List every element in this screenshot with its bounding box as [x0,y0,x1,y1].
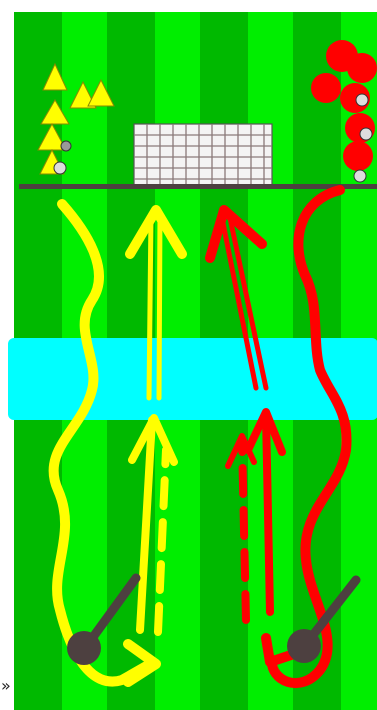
player-icon [343,141,373,171]
player-icon [311,73,341,103]
ball-icon [354,170,366,182]
ball-icon [356,94,368,106]
player-icon [347,53,377,83]
expand-chevron-icon[interactable]: » [1,676,11,695]
ball-icon [54,162,66,174]
ball-icon [61,141,71,151]
player-icon [287,629,321,663]
goal-net [134,124,272,186]
goal-line [19,184,377,189]
player-icon [67,631,101,665]
ball-icon [360,128,372,140]
